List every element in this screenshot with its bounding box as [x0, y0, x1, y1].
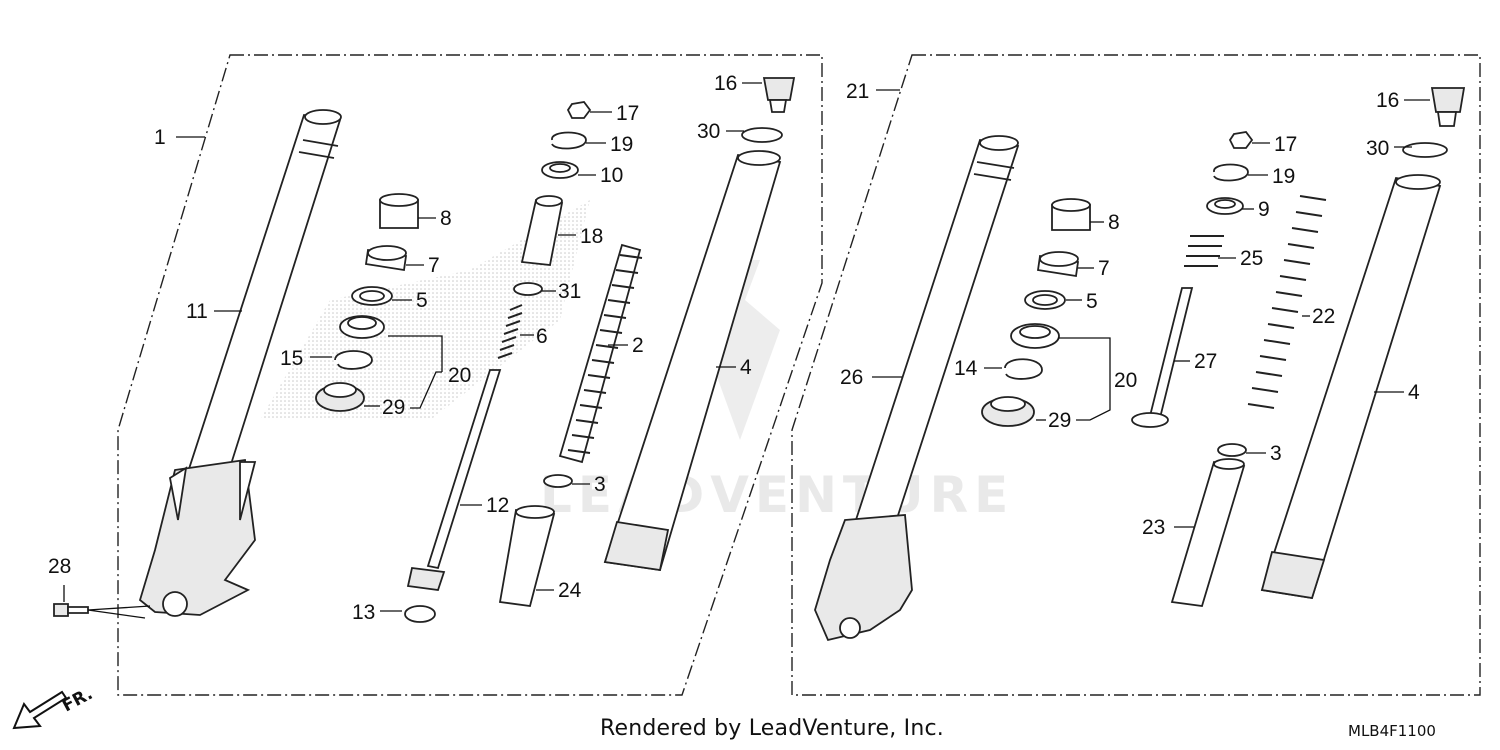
clip-15 [334, 350, 373, 370]
callout-12: 12 [486, 494, 509, 517]
callout-5: 5 [416, 289, 428, 312]
inner-tube-top-ring [304, 109, 342, 125]
callout-22: 22 [1312, 305, 1335, 328]
clip-19-right [1213, 163, 1249, 182]
callout-7: 7 [428, 254, 440, 277]
callout-19-right: 19 [1272, 165, 1295, 188]
callout-16-right: 16 [1376, 89, 1399, 112]
rod-27 [1148, 287, 1194, 420]
callout-17-right: 17 [1274, 133, 1297, 156]
callout-8: 8 [440, 207, 452, 230]
bolt-28 [53, 603, 69, 617]
callout-18: 18 [580, 225, 603, 248]
callout-26: 26 [840, 366, 863, 389]
axle-holder [138, 458, 256, 616]
callout-14: 14 [954, 357, 978, 380]
callout-11: 11 [186, 300, 208, 323]
o-ring-30-right [1402, 142, 1448, 158]
callout-5-right: 5 [1086, 290, 1098, 313]
callout-4: 4 [740, 356, 752, 379]
fork-spring-2 [558, 243, 643, 464]
callout-4-right: 4 [1408, 381, 1420, 404]
watermark-text: LEADVENTURE [540, 466, 1014, 524]
callout-29-right: 29 [1048, 409, 1071, 432]
guide-24 [498, 509, 556, 607]
axle-hole [162, 591, 188, 617]
callout-1: 1 [154, 126, 166, 149]
left-assembly-boundary [117, 54, 823, 696]
spring-6 [497, 304, 523, 359]
top-cap-16 [762, 77, 796, 101]
front-label: FR. [59, 684, 96, 716]
leader-lines [63, 82, 1430, 619]
callout-25: 25 [1240, 247, 1263, 270]
ring-3 [543, 474, 573, 488]
spring-25 [1184, 235, 1224, 267]
callout-17: 17 [616, 102, 639, 125]
left-parts [53, 77, 796, 623]
callout-8-right: 8 [1108, 211, 1120, 234]
callout-27: 27 [1194, 350, 1217, 373]
callout-15: 15 [280, 347, 303, 370]
o-ring-30 [741, 127, 783, 143]
callout-30: 30 [697, 120, 720, 143]
ring-3-right [1217, 443, 1247, 457]
callout-3-right: 3 [1270, 442, 1282, 465]
callouts-left: 1 16 17 30 19 10 8 18 7 31 11 5 6 2 15 2… [48, 72, 752, 624]
right-assembly-boundary [791, 54, 1481, 696]
right-axle-holder [814, 514, 913, 642]
callout-9: 9 [1258, 198, 1270, 221]
callout-6: 6 [536, 325, 548, 348]
diagram-code: MLB4F1100 [1348, 722, 1436, 740]
inner-tube-11 [186, 114, 342, 482]
callout-13: 13 [352, 601, 375, 624]
callout-29: 29 [382, 396, 405, 419]
callout-30-right: 30 [1366, 137, 1389, 160]
rod-12 [426, 369, 502, 570]
callout-24: 24 [558, 579, 582, 602]
ring-13 [404, 605, 436, 623]
nut-17 [566, 101, 592, 119]
fork-spring-22 [1247, 195, 1327, 409]
callout-20: 20 [448, 364, 471, 387]
callout-16: 16 [714, 72, 737, 95]
callout-2: 2 [632, 334, 644, 357]
callout-10: 10 [600, 164, 623, 187]
callout-28: 28 [48, 555, 71, 578]
callout-31: 31 [558, 280, 581, 303]
right-parts [814, 87, 1466, 642]
rod-27-base [1131, 412, 1169, 428]
rendered-by-credit: Rendered by LeadVenture, Inc. [600, 716, 944, 741]
callout-3: 3 [594, 473, 606, 496]
rod-piston [406, 567, 446, 591]
callouts-right: 21 16 17 30 19 9 8 25 7 5 22 27 14 26 20… [840, 80, 1420, 539]
ring-31 [513, 282, 543, 296]
top-cap-16-right [1430, 87, 1466, 113]
callout-23: 23 [1142, 516, 1165, 539]
callout-20-right: 20 [1114, 369, 1137, 392]
callout-19: 19 [610, 133, 633, 156]
callout-21: 21 [846, 80, 869, 103]
clip-14 [1004, 358, 1043, 380]
callout-7-right: 7 [1098, 257, 1110, 280]
front-direction-indicator: FR. [12, 684, 96, 730]
nut-17-right [1228, 131, 1254, 149]
guide-23 [1170, 461, 1246, 607]
clip-19 [551, 131, 587, 150]
